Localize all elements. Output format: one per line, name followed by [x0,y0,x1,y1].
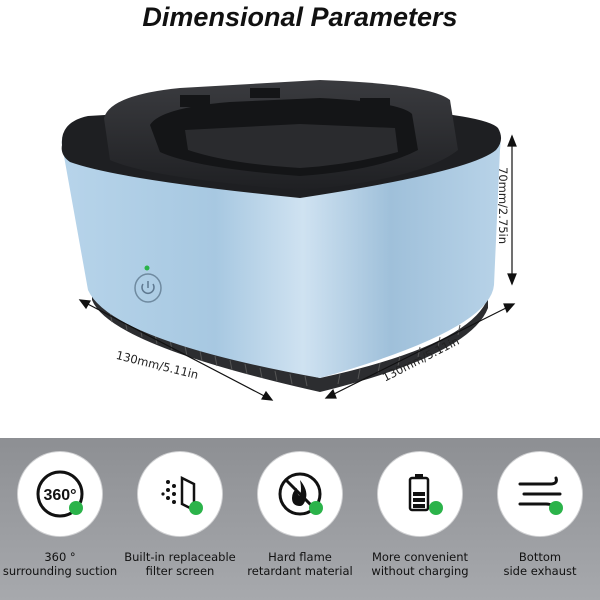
power-button [134,273,162,303]
feature-icon-circle [498,452,582,536]
feature-label-line2: without charging [371,564,469,578]
feature-icon-circle [258,452,342,536]
height-dimension-label: 70mm/2.75in [496,167,510,245]
features-band: 360° 360 ° surrounding suction Built-in … [0,438,600,600]
feature-icon-circle [138,452,222,536]
360-badge-text: 360° [43,487,76,504]
360-icon: 360° [36,470,84,518]
feature-flame-retardant: Hard flame retardant material [242,452,358,578]
feature-icon-circle [378,452,462,536]
feature-icon-circle: 360° [18,452,102,536]
filter-screen-icon [161,475,203,515]
feature-filter-screen: Built-in replaceable filter screen [122,452,238,578]
status-led [144,265,150,271]
dimension-lines [78,134,517,401]
feature-no-charging: More convenient without charging [362,452,478,578]
feature-label-line1: Hard flame [268,550,332,564]
feature-label-line2: retardant material [247,564,353,578]
feature-side-exhaust: Bottom side exhaust [482,452,598,578]
exhaust-icon [518,476,563,515]
feature-label-line2: side exhaust [503,564,577,578]
page-title: Dimensional Parameters [142,2,458,32]
feature-label-line1: Bottom [518,550,562,564]
feature-label-line2: surrounding suction [2,564,118,578]
ashtray-product-image [61,80,517,401]
feature-label-line2: filter screen [145,564,215,578]
feature-label-line1: More convenient [371,550,469,564]
feature-label-line1: 360 ° [44,550,76,564]
feature-360-suction: 360° 360 ° surrounding suction [2,452,118,578]
feature-label-line1: Built-in replaceable [124,550,236,564]
no-fire-icon [278,472,323,516]
battery-icon [408,474,443,515]
